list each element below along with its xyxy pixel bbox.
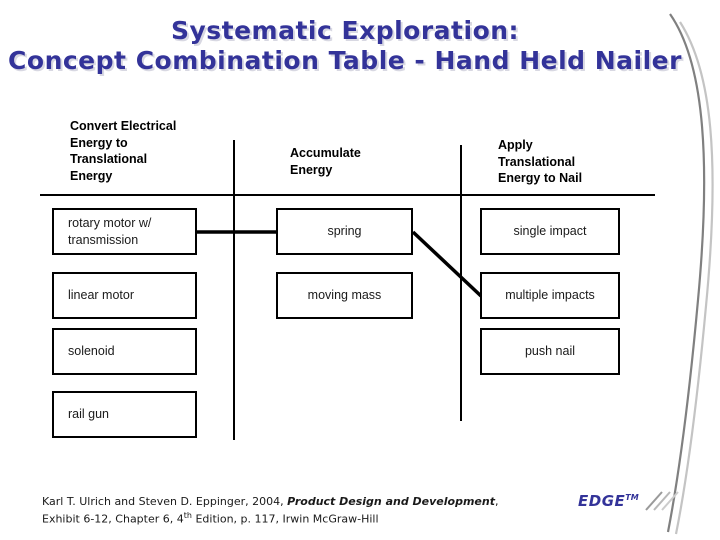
concept-option-linear-motor[interactable]: linear motor — [52, 272, 197, 319]
title-line-secondary: Concept Combination Table - Hand Held Na… — [8, 45, 682, 75]
column-header-accumulate-energy: Accumulate Energy — [290, 146, 361, 177]
concept-option-solenoid[interactable]: solenoid — [52, 328, 197, 375]
citation-edition-ordinal: th — [183, 510, 192, 520]
concept-option-single-impact[interactable]: single impact — [480, 208, 620, 255]
citation-authors: Karl T. Ulrich and Steven D. Eppinger, 2… — [42, 495, 288, 508]
source-citation: Karl T. Ulrich and Steven D. Eppinger, 2… — [42, 494, 562, 528]
column-header-apply-energy: Apply Translational Energy to Nail — [498, 138, 583, 185]
edge-logo: EDGETM — [578, 492, 639, 510]
slide-title: Systematic Exploration: Concept Combinat… — [0, 16, 690, 75]
concept-option-rail-gun[interactable]: rail gun — [52, 391, 197, 438]
column-divider-2 — [460, 145, 462, 421]
column-divider-1 — [233, 140, 235, 440]
citation-publisher: Edition, p. 117, Irwin McGraw-Hill — [191, 512, 379, 526]
concept-option-multiple-impacts[interactable]: multiple impacts — [480, 272, 620, 319]
concept-option-push-nail[interactable]: push nail — [480, 328, 620, 375]
edge-logo-text: EDGE — [578, 492, 626, 510]
header-divider-horizontal — [40, 194, 655, 196]
citation-exhibit: Exhibit 6-12, Chapter 6, 4 — [42, 512, 184, 526]
citation-book-title: Product Design and Development — [287, 495, 495, 508]
citation-comma: , — [494, 495, 499, 508]
column-header-convert-energy: Convert Electrical Energy to Translation… — [70, 119, 177, 183]
concept-option-moving-mass[interactable]: moving mass — [276, 272, 413, 319]
concept-option-rotary-motor[interactable]: rotary motor w/ transmission — [52, 208, 197, 255]
concept-combination-table: Convert Electrical Energy to Translation… — [40, 119, 655, 440]
trademark-symbol: TM — [625, 493, 639, 502]
title-line-primary: Systematic Exploration: — [170, 16, 520, 45]
edge-logo-slash-marks — [645, 491, 679, 511]
concept-option-spring[interactable]: spring — [276, 208, 413, 255]
